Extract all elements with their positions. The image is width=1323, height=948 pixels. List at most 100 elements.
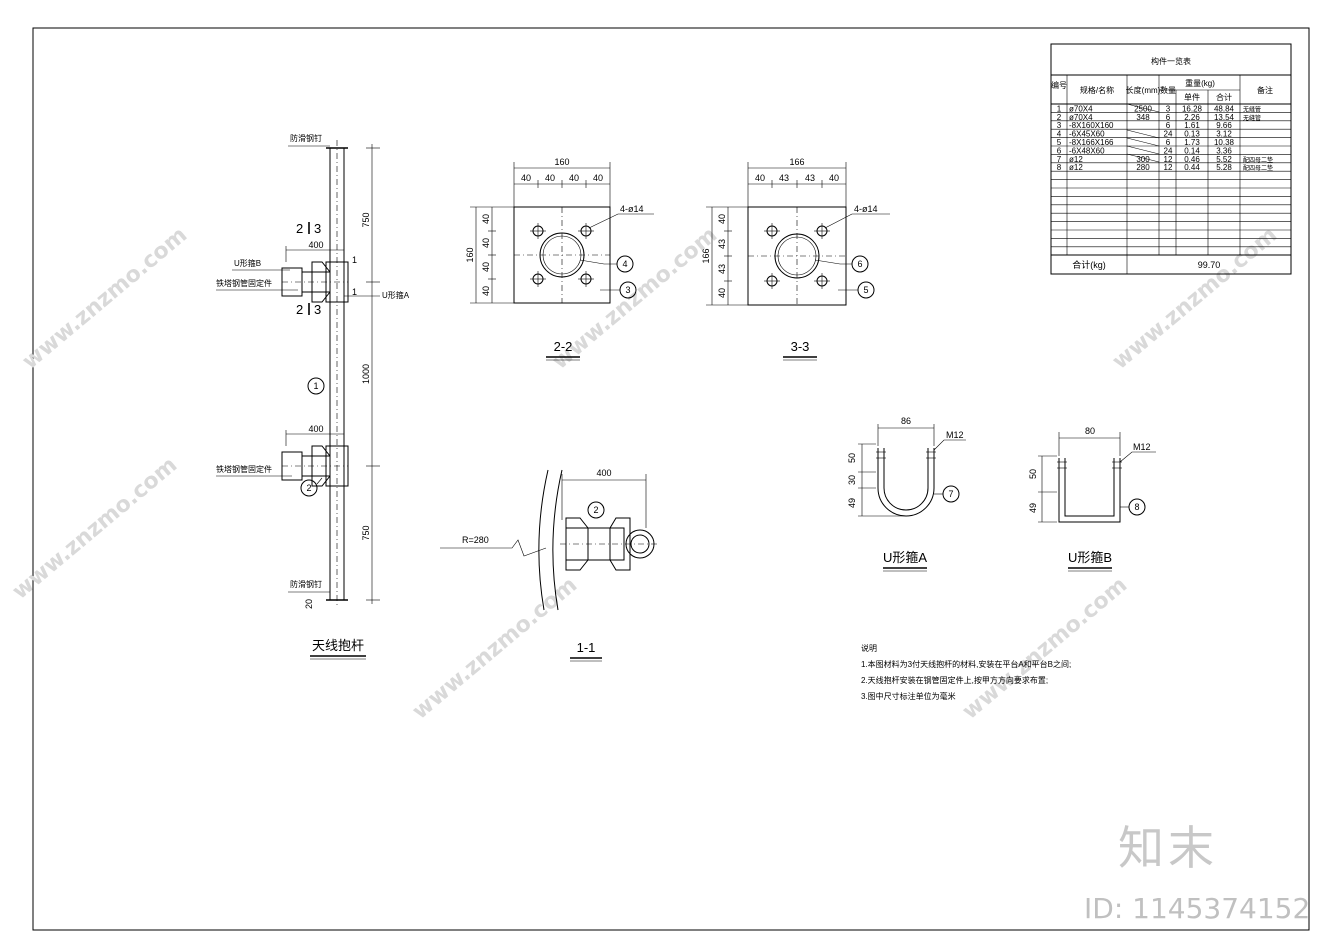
section-mark-3-top: 3 [314,221,321,236]
table-cell: -6X45X60 [1069,130,1105,139]
label-bottom-cap: 防滑钢钉 [290,579,322,589]
table-cell: 3.36 [1216,146,1232,155]
table-cell: 1.61 [1184,121,1200,130]
table-cell: 8 [1057,163,1062,172]
dim-33-left-3: 43 [717,264,727,274]
table-cell: 2 [1057,113,1062,122]
note-line-1: 1.本图材料为3付天线抱杆的材料,安装在平台A和平台B之间; [861,659,1071,669]
u-b-dim-2: 49 [1028,503,1038,513]
u-a-dim-2: 30 [847,475,857,485]
table-cell: 24 [1164,146,1173,155]
dim-22-overall: 160 [554,157,569,167]
bolt-holes-22 [530,223,594,287]
dim-33-left-2: 43 [717,239,727,249]
section-mark-3-bottom: 3 [314,302,321,317]
u-bolt-b-view: 80 50 49 M12 8 U形箍B [1028,426,1156,572]
u-bend-b-outer [1058,458,1121,523]
notes-heading: 说明 [861,643,877,653]
u-a-dim-1: 50 [847,453,857,463]
table-cell: 48.84 [1214,104,1235,113]
note-line-3: 3.图中尺寸标注单位为毫米 [861,691,956,701]
dim-33-top-3: 43 [805,173,815,183]
table-cell: 24 [1164,130,1173,139]
header-qty: 数量 [1160,85,1176,95]
dim-22-side: 160 [465,247,475,262]
table-cell: 3.12 [1216,130,1232,139]
label-fixing-upper: 铁塔钢管固定件 [216,278,272,288]
note-line-2: 2.天线抱杆安装在钢管固定件上,按甲方方向要求布置; [861,675,1048,685]
section-mark-1-bottom: 1 [352,287,357,297]
drawing-border [32,27,1310,931]
header-no: 编号 [1051,80,1067,90]
dim-33-top-4: 40 [829,173,839,183]
label-u-bolt-b: U形箍B [234,258,261,268]
table-cell: ø12 [1069,155,1083,164]
balloon-5: 5 [863,285,868,295]
dim-1000: 1000 [361,364,371,384]
u-b-title: U形箍B [1068,550,1112,565]
watermark-1: www.znzmo.com [18,223,192,375]
label-fixing-lower: 铁塔钢管固定件 [216,464,272,474]
balloon-2: 2 [306,483,311,493]
u-b-thread: M12 [1133,442,1151,452]
table-cell: -6X48X60 [1069,146,1105,155]
section-mark-2-bottom: 2 [296,302,303,317]
dim-33-top-1: 40 [755,173,765,183]
table-cell: 0.14 [1184,146,1200,155]
dim-750-top: 750 [361,212,371,227]
header-spec: 规格/名称 [1080,85,1114,95]
pipe-circle-22 [539,232,585,278]
u-bend-a-outer [877,487,935,517]
table-title: 构件一览表 [1151,56,1191,66]
dim-22-top-4: 40 [593,173,603,183]
table-cell: 5 [1057,138,1062,147]
holes-22: 4-ø14 [620,204,644,214]
table-cell: 7 [1057,155,1062,164]
bolt-holes-33 [764,223,830,289]
watermark-layer: www.znzmo.com www.znzmo.com www.znzmo.co… [8,223,1282,725]
u-a-title: U形箍A [883,550,927,565]
section-view-3-3: 166 40 43 43 40 166 40 43 43 40 4-ø14 6 … [701,157,890,361]
table-cell: 12 [1164,163,1173,172]
u-b-width: 80 [1085,426,1095,436]
u-b-dim-1: 50 [1028,469,1038,479]
balloon-2-section: 2 [593,505,598,515]
table-frame [1050,43,1292,275]
header-remark: 备注 [1257,85,1273,95]
dim-33-side: 166 [701,248,711,263]
table-cell: 0.44 [1184,163,1200,172]
brand-logo: 知末 [1118,821,1218,875]
dim-22-left-2: 40 [481,238,491,248]
table-cell: 6 [1166,113,1171,122]
table-cell: 4 [1057,130,1062,139]
header-total: 合计 [1216,92,1232,102]
notes-block: 说明 1.本图材料为3付天线抱杆的材料,安装在平台A和平台B之间; 2.天线抱杆… [861,643,1071,701]
table-cell: 6 [1057,146,1062,155]
table-cell: 280 [1136,163,1150,172]
balloon-7: 7 [948,489,953,499]
table-cell: 9.66 [1216,121,1232,130]
balloon-6: 6 [857,259,862,269]
table-cell: ø70X4 [1069,104,1093,113]
dim-22-top-1: 40 [521,173,531,183]
table-cell: -8X160X160 [1069,121,1114,130]
dim-750-bottom: 750 [361,525,371,540]
table-cell: 10.38 [1214,138,1235,147]
dim-33-top-2: 43 [779,173,789,183]
table-cell: 12 [1164,155,1173,164]
table-cell: 1 [1057,104,1062,113]
table-cell: 1.73 [1184,138,1200,147]
tower-arc-inner [552,469,563,611]
table-cell: 配四母二垫 [1243,164,1273,172]
radius-label: R=280 [462,535,489,545]
balloon-4: 4 [622,259,627,269]
label-top-cap: 防滑钢钉 [290,133,322,143]
lower-bracket-plate [311,445,331,487]
dim-33-left-1: 40 [717,214,727,224]
dim-400-section: 400 [596,468,611,478]
table-cell: 16.28 [1182,104,1203,113]
view-33-title: 3-3 [791,339,810,354]
image-id-label: ID: 1145374152 [1084,892,1311,925]
